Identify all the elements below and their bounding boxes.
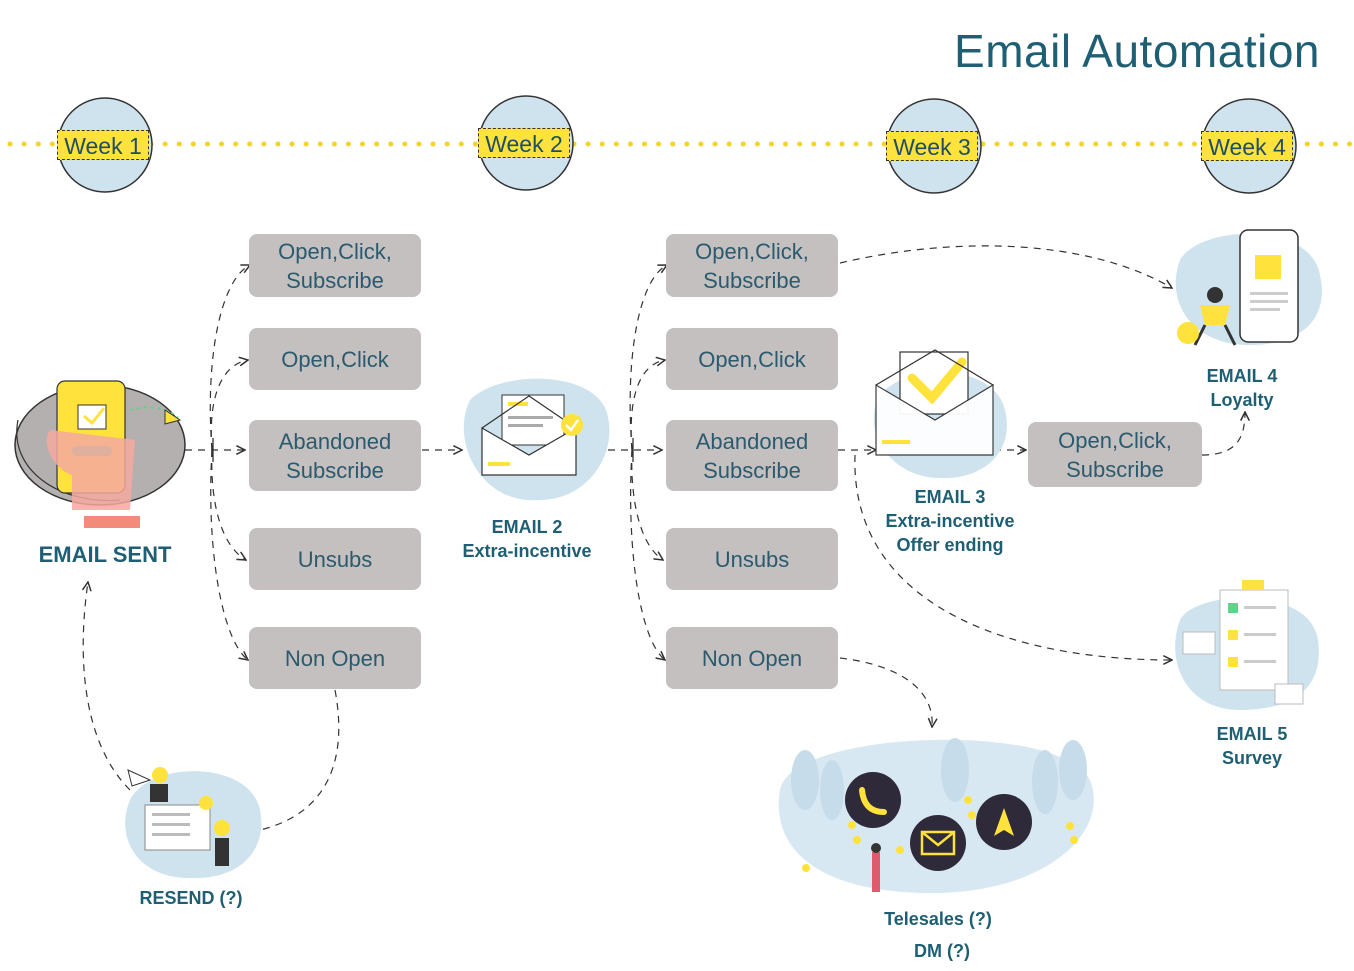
email4-label: EMAIL 4 Loyalty (1206, 366, 1278, 410)
email2-label: EMAIL 2 Extra-incentive (462, 517, 592, 561)
stage2-open-click: Open,Click (666, 328, 838, 390)
stage2-unsubs: Unsubs (666, 528, 838, 590)
email3-envelope-icon (873, 349, 1007, 479)
stage2-open-click-subscribe: Open,Click, Subscribe (666, 234, 838, 297)
phone-hand-icon (14, 380, 186, 528)
email4-phone-icon (1175, 229, 1322, 346)
week-4-label: Week 4 (1201, 131, 1293, 161)
stage1-abandoned-subscribe: Abandoned Subscribe (249, 420, 421, 491)
stage1-unsubs: Unsubs (249, 528, 421, 590)
week-3-label: Week 3 (886, 131, 978, 161)
resend-icon (125, 767, 262, 879)
connectors (83, 245, 1245, 833)
week-1-label: Week 1 (57, 130, 149, 160)
dm-label: DM (?) (914, 941, 970, 961)
email2-envelope-icon (463, 378, 610, 501)
stage2-non-open: Non Open (666, 627, 838, 689)
week-2-label: Week 2 (478, 128, 570, 158)
telesales-label: Telesales (?) (884, 909, 992, 929)
stage1-open-click-subscribe: Open,Click, Subscribe (249, 234, 421, 297)
email-sent-label: EMAIL SENT (38, 542, 172, 567)
telesales-icon (778, 738, 1094, 894)
stage1-non-open: Non Open (249, 627, 421, 689)
email3-label: EMAIL 3 Extra-incentive Offer ending (885, 487, 1015, 555)
page-title: Email Automation (954, 25, 1320, 77)
email5-survey-icon (1175, 580, 1319, 710)
email5-label: EMAIL 5 Survey (1216, 724, 1288, 768)
stage2-abandoned-subscribe: Abandoned Subscribe (666, 420, 838, 491)
email3-open-click-subscribe: Open,Click, Subscribe (1028, 422, 1202, 487)
resend-label: RESEND (?) (139, 888, 243, 908)
stage1-open-click: Open,Click (249, 328, 421, 390)
